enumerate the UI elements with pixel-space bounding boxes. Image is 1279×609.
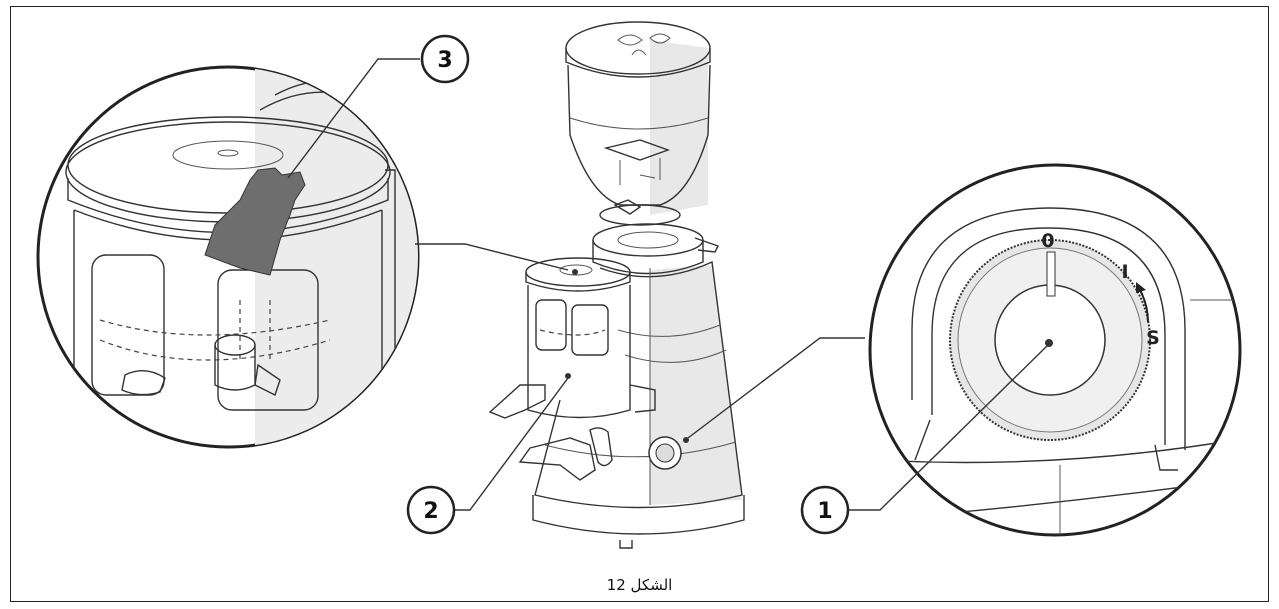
figure-caption: الشكل 12 — [606, 576, 673, 594]
leader-lines — [287, 58, 1049, 511]
callout-2-label: 2 — [423, 499, 438, 524]
dial-mark-s: S — [1146, 327, 1160, 349]
callout-1-label: 1 — [817, 499, 832, 524]
callout-3: 3 — [420, 34, 470, 84]
callout-2: 2 — [406, 485, 456, 535]
grinder-machine — [488, 21, 745, 549]
dial-mark-i: I — [1121, 261, 1128, 283]
figure-frame — [10, 6, 1269, 602]
switch-detail-zoom: 0 I S — [868, 163, 1242, 537]
callout-3-label: 3 — [437, 48, 452, 73]
doser-detail-zoom — [36, 65, 420, 449]
callout-1: 1 — [800, 485, 850, 535]
dial-mark-0: 0 — [1041, 230, 1054, 252]
